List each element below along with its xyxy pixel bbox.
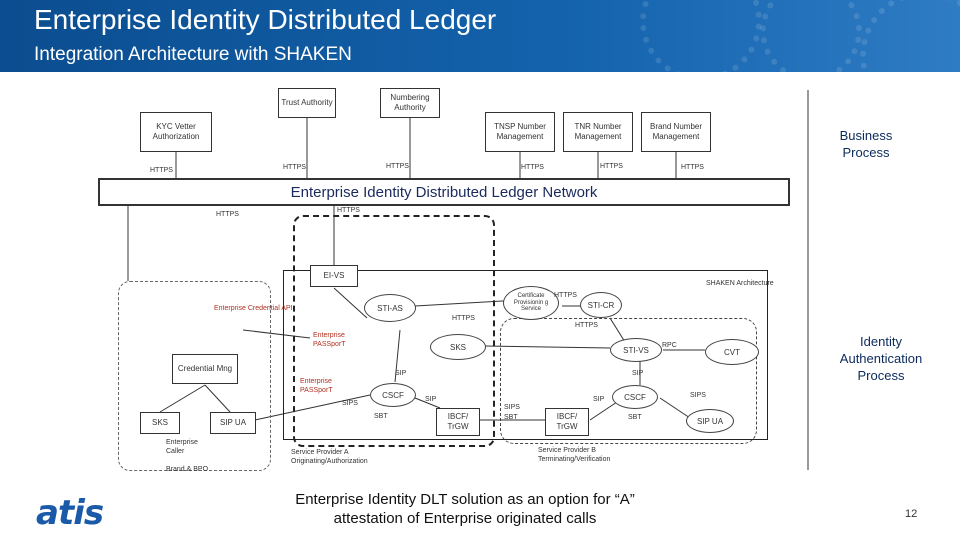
https-label: HTTPS — [452, 315, 475, 322]
brand-bpo-label: Brand & BPO — [166, 466, 209, 473]
https-label: HTTPS — [150, 167, 173, 174]
sips-label: SIPS — [504, 404, 520, 411]
business-process-label: Business Process — [839, 128, 893, 160]
service-provider-b-region — [500, 318, 757, 444]
trust-authority-node: Trust Authority — [278, 88, 336, 118]
ei-vs-node: EI-VS — [310, 265, 358, 287]
ibcf-node-b: IBCF/ TrGW — [545, 408, 589, 436]
sips-label: SIPS — [342, 400, 358, 407]
footer-line-2: attestation of Enterprise originated cal… — [333, 509, 597, 527]
identity-process-label: Identity Authentication Process — [839, 334, 923, 383]
header-banner: Enterprise Identity Distributed Ledger I… — [0, 0, 960, 72]
rpc-label: RPC — [662, 342, 677, 349]
https-label: HTTPS — [575, 322, 598, 329]
footer-line-1: Enterprise Identity DLT solution as an o… — [295, 491, 635, 508]
brand-number-node: Brand Number Management — [641, 112, 711, 152]
sti-as-node: STI-AS — [364, 294, 416, 322]
service-provider-a-region — [293, 215, 495, 447]
service-provider-a-label: Service Provider A Originating/Authoriza… — [291, 449, 368, 465]
credential-mng-node: Credential Mng — [172, 354, 238, 384]
https-label: HTTPS — [681, 164, 704, 171]
enterprise-sks-node: SKS — [140, 412, 180, 434]
https-label: HTTPS — [337, 207, 360, 214]
numbering-authority-node: Numbering Authority — [380, 88, 440, 118]
slide-subtitle: Integration Architecture with SHAKEN — [34, 44, 352, 65]
ibcf-node-a: IBCF/ TrGW — [436, 408, 480, 436]
https-label: HTTPS — [521, 164, 544, 171]
sks-node: SKS — [430, 334, 486, 360]
enterprise-region — [118, 281, 271, 471]
https-label: HTTPS — [600, 163, 623, 170]
dlt-network-bar: Enterprise Identity Distributed Ledger N… — [98, 178, 790, 206]
page-number: 12 — [905, 508, 918, 520]
certificate-provisioning-node: Certificate Provisionin g Service — [503, 286, 559, 320]
atis-logo: atis — [36, 493, 104, 533]
https-label: HTTPS — [554, 292, 577, 299]
sbt-label: SBT — [504, 414, 518, 421]
enterprise-credential-api-label: Enterprise Credential API — [214, 305, 293, 312]
sip-label: SIP — [395, 370, 407, 377]
gear-decoration — [760, 0, 862, 72]
sips-label: SIPS — [690, 392, 706, 399]
sbt-label: SBT — [628, 414, 642, 421]
cvt-node: CVT — [705, 339, 759, 365]
enterprise-caller-label: Enterprise Caller — [166, 439, 198, 455]
kyc-vetter-node: KYC Vetter Authorization — [140, 112, 212, 152]
https-label: HTTPS — [216, 211, 239, 218]
shaken-architecture-label: SHAKEN Architecture — [706, 280, 774, 287]
gear-decoration — [860, 0, 960, 72]
slide-title: Enterprise Identity Distributed Ledger — [34, 4, 497, 35]
enterprise-passport-label: Enterprise PASSporT — [313, 332, 346, 348]
sti-vs-node: STI-VS — [610, 338, 662, 362]
sip-label: SIP — [593, 396, 605, 403]
sip-label: SIP — [632, 370, 644, 377]
service-provider-b-label: Service Provider B Terminating/Verificat… — [538, 447, 611, 463]
https-label: HTTPS — [386, 163, 409, 170]
sbt-label: SBT — [374, 413, 388, 420]
shaken-region — [283, 270, 768, 440]
https-label: HTTPS — [283, 164, 306, 171]
cscf-node-b: CSCF — [612, 385, 658, 409]
cscf-node-a: CSCF — [370, 383, 416, 407]
enterprise-sip-ua-node: SIP UA — [210, 412, 256, 434]
tnr-node: TNR Number Management — [563, 112, 633, 152]
sti-cr-node: STI-CR — [580, 292, 622, 318]
gear-decoration — [640, 0, 762, 72]
sip-ua-node-b: SIP UA — [686, 409, 734, 433]
enterprise-passport-label: Enterprise PASSporT — [300, 378, 333, 394]
footer-caption: Enterprise Identity DLT solution as an o… — [210, 491, 720, 529]
tnsp-node: TNSP Number Management — [485, 112, 555, 152]
sip-label: SIP — [425, 396, 437, 403]
